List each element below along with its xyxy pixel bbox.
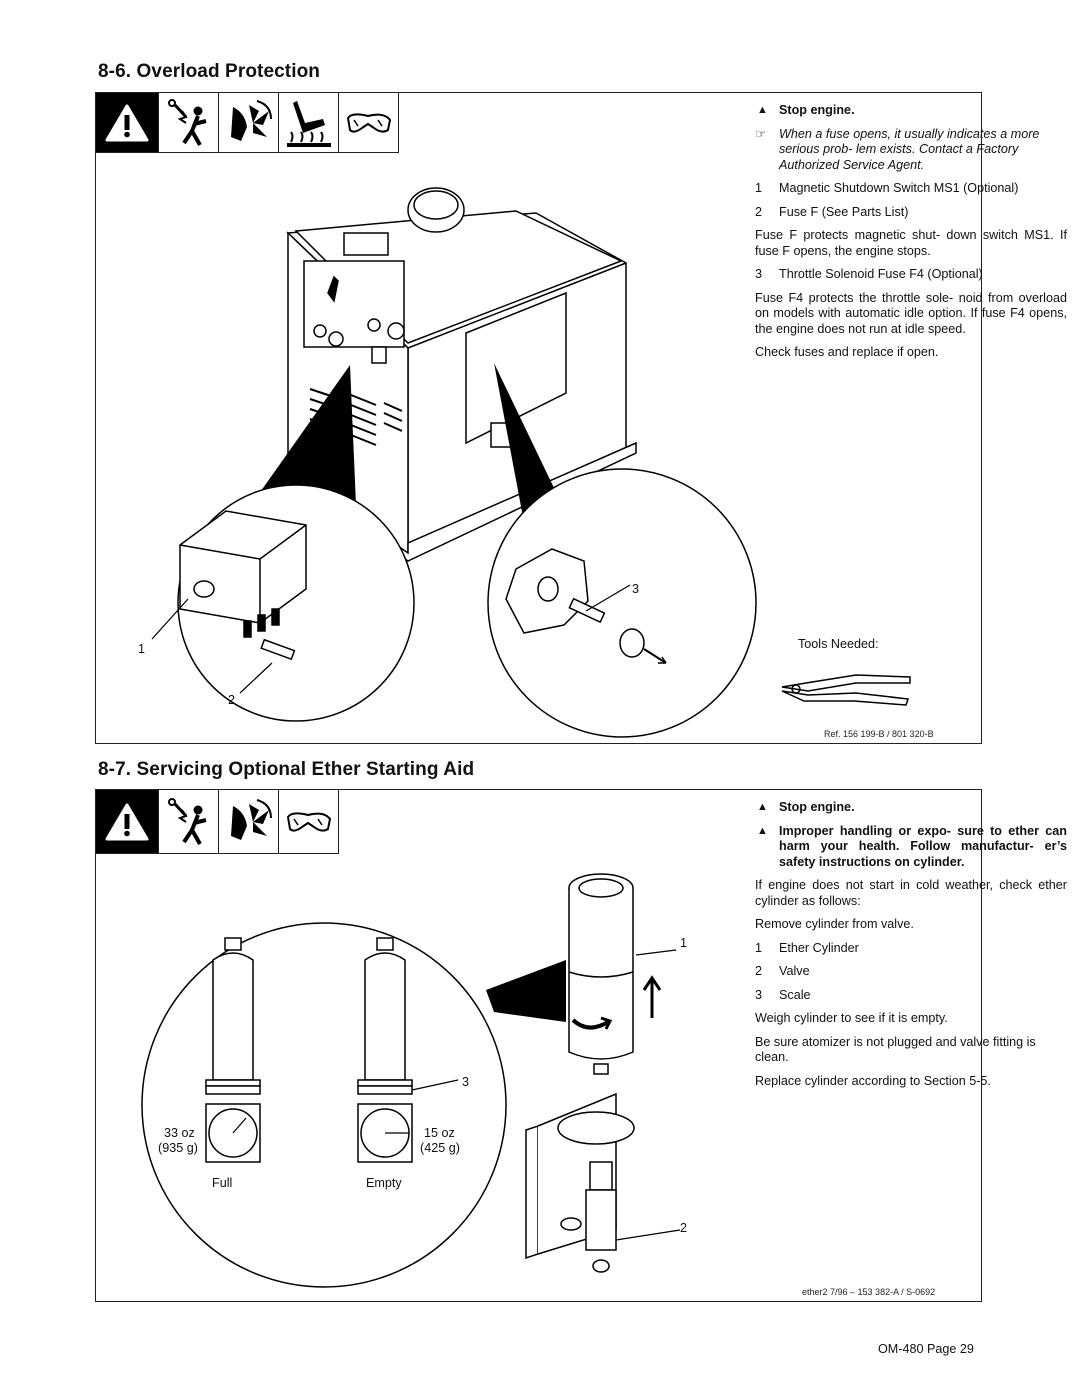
safety-glasses-icon (279, 790, 339, 854)
paragraph: Check fuses and replace if open. (755, 345, 939, 359)
overload-instructions: ▲Stop engine. ☞When a fuse opens, it usu… (755, 103, 1067, 369)
warning-triangle-icon (96, 93, 159, 153)
warning-icon-bar (96, 790, 339, 854)
full-label: Full (212, 1176, 233, 1190)
full-weight-oz: 33 oz (164, 1126, 195, 1140)
paragraph: If engine does not start in cold weather… (755, 878, 1067, 908)
empty-weight-oz: 15 oz (424, 1126, 455, 1140)
ether-starting-aid-panel: ▲Stop engine. ▲Improper handling or expo… (95, 789, 1067, 1302)
moving-parts-icon (219, 790, 279, 854)
callout-2: 2 (228, 693, 236, 707)
warning-bullet-icon: ▲ (757, 104, 768, 116)
callout-1: 1 (138, 642, 146, 656)
stop-engine-warning: ▲Stop engine. (757, 800, 855, 814)
paragraph: Replace cylinder according to Section 5-… (755, 1073, 991, 1088)
callout-1: 1 (680, 936, 688, 950)
paragraph: Weigh cylinder to see if it is empty. (755, 1011, 948, 1025)
electric-shock-icon (159, 93, 219, 153)
safety-glasses-icon (339, 93, 399, 153)
moving-parts-icon (219, 93, 279, 153)
pointing-hand-icon: ☞ (755, 126, 767, 141)
warning-bullet-icon: ▲ (757, 801, 768, 813)
tools-needed-label: Tools Needed: (798, 637, 879, 651)
callout-3: 3 (462, 1075, 470, 1089)
warning-bullet-icon: ▲ (757, 824, 768, 837)
hot-parts-icon (279, 93, 339, 153)
page-footer: OM-480 Page 29 (878, 1342, 974, 1356)
paragraph: Fuse F protects magnetic shut- down swit… (755, 228, 1067, 258)
overload-protection-panel: ▲Stop engine. ☞When a fuse opens, it usu… (95, 92, 1067, 744)
warning-icon-bar (96, 93, 399, 153)
section-title-ether-starting-aid: 8-7. Servicing Optional Ether Starting A… (98, 759, 475, 780)
empty-label: Empty (366, 1176, 402, 1190)
callout-3: 3 (632, 582, 640, 596)
empty-weight-g: (425 g) (420, 1141, 460, 1155)
paragraph: Be sure atomizer is not plugged and valv… (755, 1034, 1036, 1065)
generator-fuse-illustration (151, 187, 911, 738)
reference-number: Ref. 156 199-B / 801 320-B (824, 729, 934, 739)
fuse-note: ☞When a fuse opens, it usually indicates… (755, 126, 1040, 172)
paragraph: Remove cylinder from valve. (755, 917, 914, 931)
electric-shock-icon (159, 790, 219, 854)
full-weight-g: (935 g) (158, 1141, 198, 1155)
ether-cylinder-illustration (141, 873, 681, 1288)
paragraph: Fuse F4 protects the throttle sole- noid… (755, 290, 1067, 336)
callout-2: 2 (680, 1221, 688, 1235)
ether-instructions: ▲Stop engine. ▲Improper handling or expo… (755, 800, 1067, 1097)
reference-number: ether2 7/96 – 153 382-A / S-0692 (802, 1287, 936, 1297)
section-title-overload-protection: 8-6. Overload Protection (98, 61, 321, 82)
ether-handling-warning: ▲Improper handling or expo- sure to ethe… (757, 823, 1067, 869)
warning-triangle-icon (96, 790, 159, 854)
stop-engine-warning: ▲Stop engine. (757, 103, 855, 117)
